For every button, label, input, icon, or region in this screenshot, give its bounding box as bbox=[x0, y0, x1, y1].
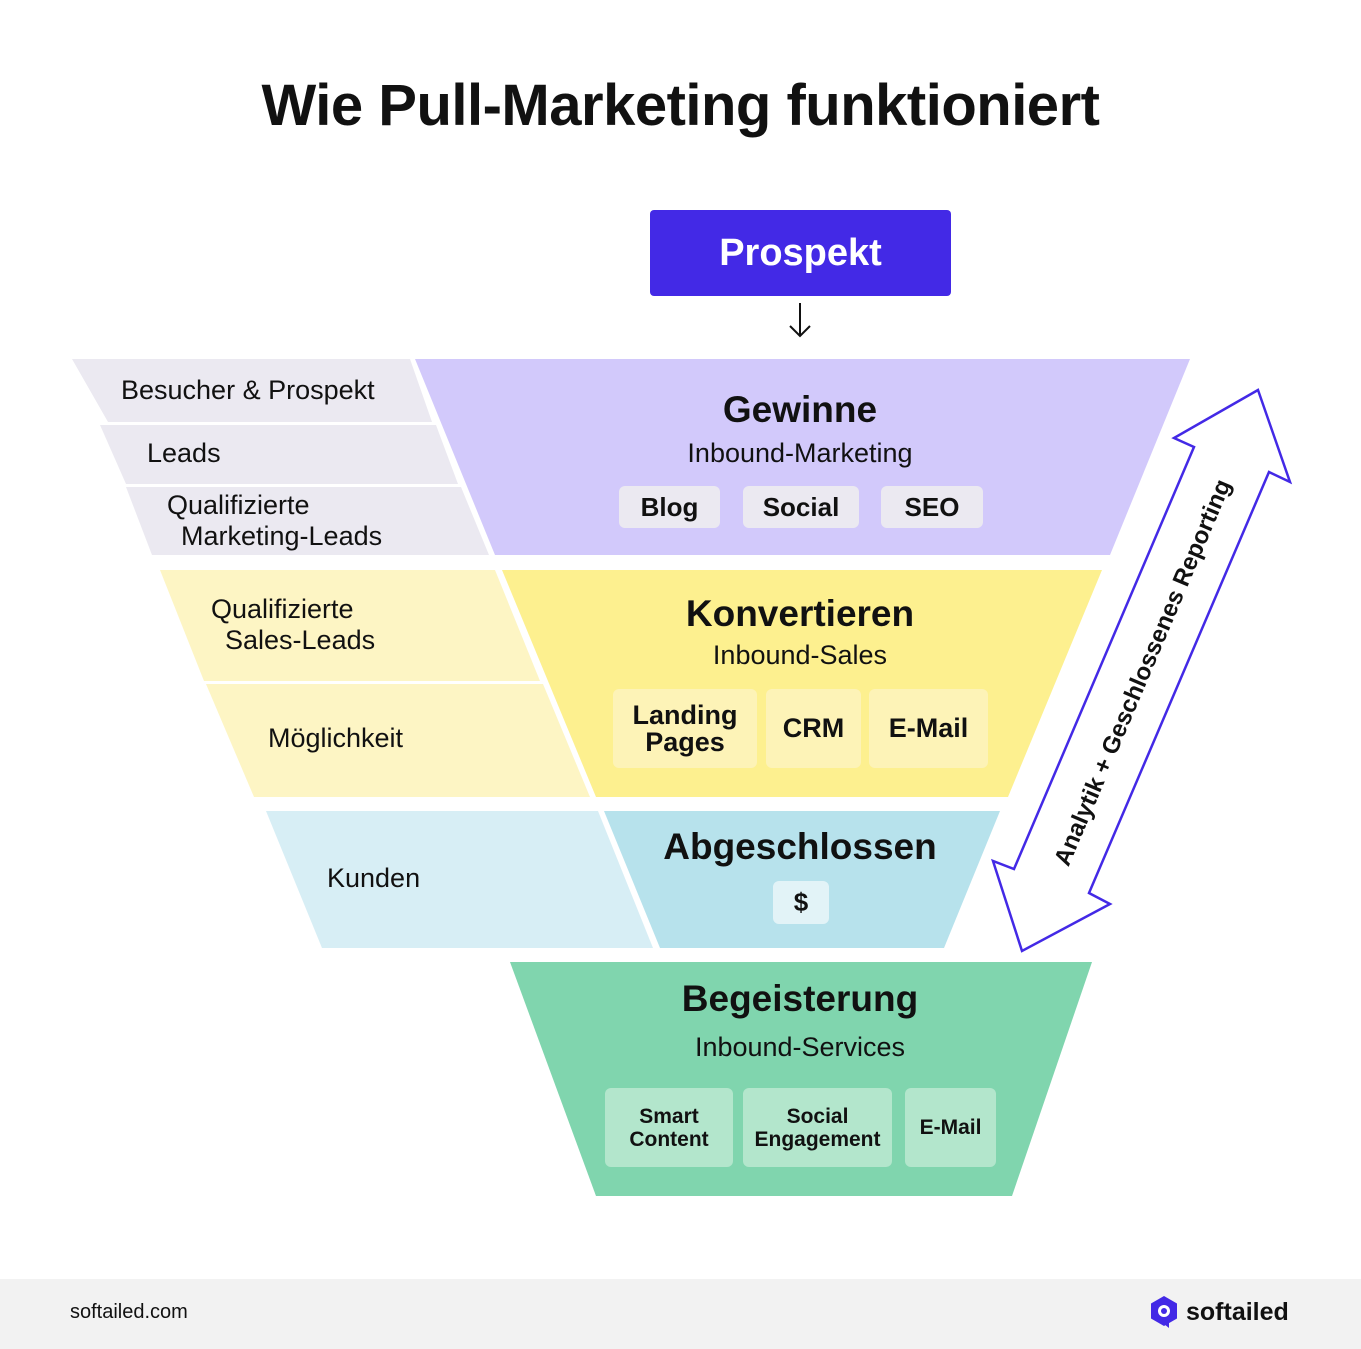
stage-abgeschlossen-band bbox=[604, 811, 1000, 948]
side-band-kunden bbox=[266, 811, 653, 948]
prospekt-box: Prospekt bbox=[650, 210, 951, 296]
label-mql-line1: Qualifizierte bbox=[167, 490, 310, 520]
chip-seo: SEO bbox=[881, 486, 983, 528]
analytics-double-arrow bbox=[991, 388, 1293, 953]
chip-landing-pages: Landing Pages bbox=[613, 689, 757, 768]
chip-dollar: $ bbox=[773, 881, 829, 924]
label-leads: Leads bbox=[147, 438, 221, 468]
chip-landing-pages-line1: Landing bbox=[632, 699, 738, 730]
label-sql-line1: Qualifizierte bbox=[211, 594, 354, 624]
chip-crm: CRM bbox=[766, 689, 861, 768]
side-band-mql bbox=[126, 487, 489, 555]
softailed-logo-icon bbox=[1151, 1296, 1177, 1328]
stage-abgeschlossen-title: Abgeschlossen bbox=[663, 826, 937, 867]
chip-email-begeisterung: E-Mail bbox=[905, 1088, 996, 1167]
stage-begeisterung-subtitle: Inbound-Services bbox=[694, 1032, 906, 1062]
stage-begeisterung-title: Begeisterung bbox=[681, 978, 919, 1019]
side-band-sql bbox=[160, 570, 540, 681]
label-besucher: Besucher & Prospekt bbox=[121, 375, 375, 405]
stage-gewinne-subtitle: Inbound-Marketing bbox=[687, 438, 913, 468]
down-arrow-icon bbox=[789, 303, 811, 338]
chip-email-konvertieren: E-Mail bbox=[869, 689, 988, 768]
page-title: Wie Pull-Marketing funktioniert bbox=[261, 73, 1100, 138]
stage-gewinne-title: Gewinne bbox=[722, 389, 878, 430]
chip-social-engagement-line1: Social bbox=[786, 1104, 849, 1128]
label-mql-line2: Marketing-Leads bbox=[181, 521, 383, 551]
side-band-leads bbox=[100, 425, 458, 484]
chip-social-engagement-line2: Engagement bbox=[754, 1127, 881, 1151]
stage-konvertieren-title: Konvertieren bbox=[685, 593, 915, 634]
chip-landing-pages-line2: Pages bbox=[645, 726, 725, 757]
chip-social-engagement: Social Engagement bbox=[743, 1088, 892, 1167]
label-kunden: Kunden bbox=[327, 863, 421, 893]
footer-url: softailed.com bbox=[70, 1301, 188, 1323]
side-band-moeglichkeit bbox=[206, 684, 590, 797]
label-sql-line2: Sales-Leads bbox=[225, 625, 376, 655]
brand-name: softailed bbox=[1186, 1297, 1289, 1326]
side-band-besucher bbox=[72, 359, 432, 422]
chip-social: Social bbox=[743, 486, 859, 528]
stage-gewinne-band bbox=[415, 359, 1190, 555]
brand: softailed bbox=[1150, 1295, 1289, 1329]
stage-konvertieren-subtitle: Inbound-Sales bbox=[712, 640, 888, 670]
chip-smart-content: Smart Content bbox=[605, 1088, 733, 1167]
label-moeglichkeit: Möglichkeit bbox=[268, 723, 404, 753]
chip-smart-content-line2: Content bbox=[629, 1127, 709, 1151]
chip-blog: Blog bbox=[619, 486, 720, 528]
chip-smart-content-line1: Smart bbox=[639, 1104, 699, 1128]
footer: softailed.com softailed bbox=[0, 1279, 1361, 1349]
